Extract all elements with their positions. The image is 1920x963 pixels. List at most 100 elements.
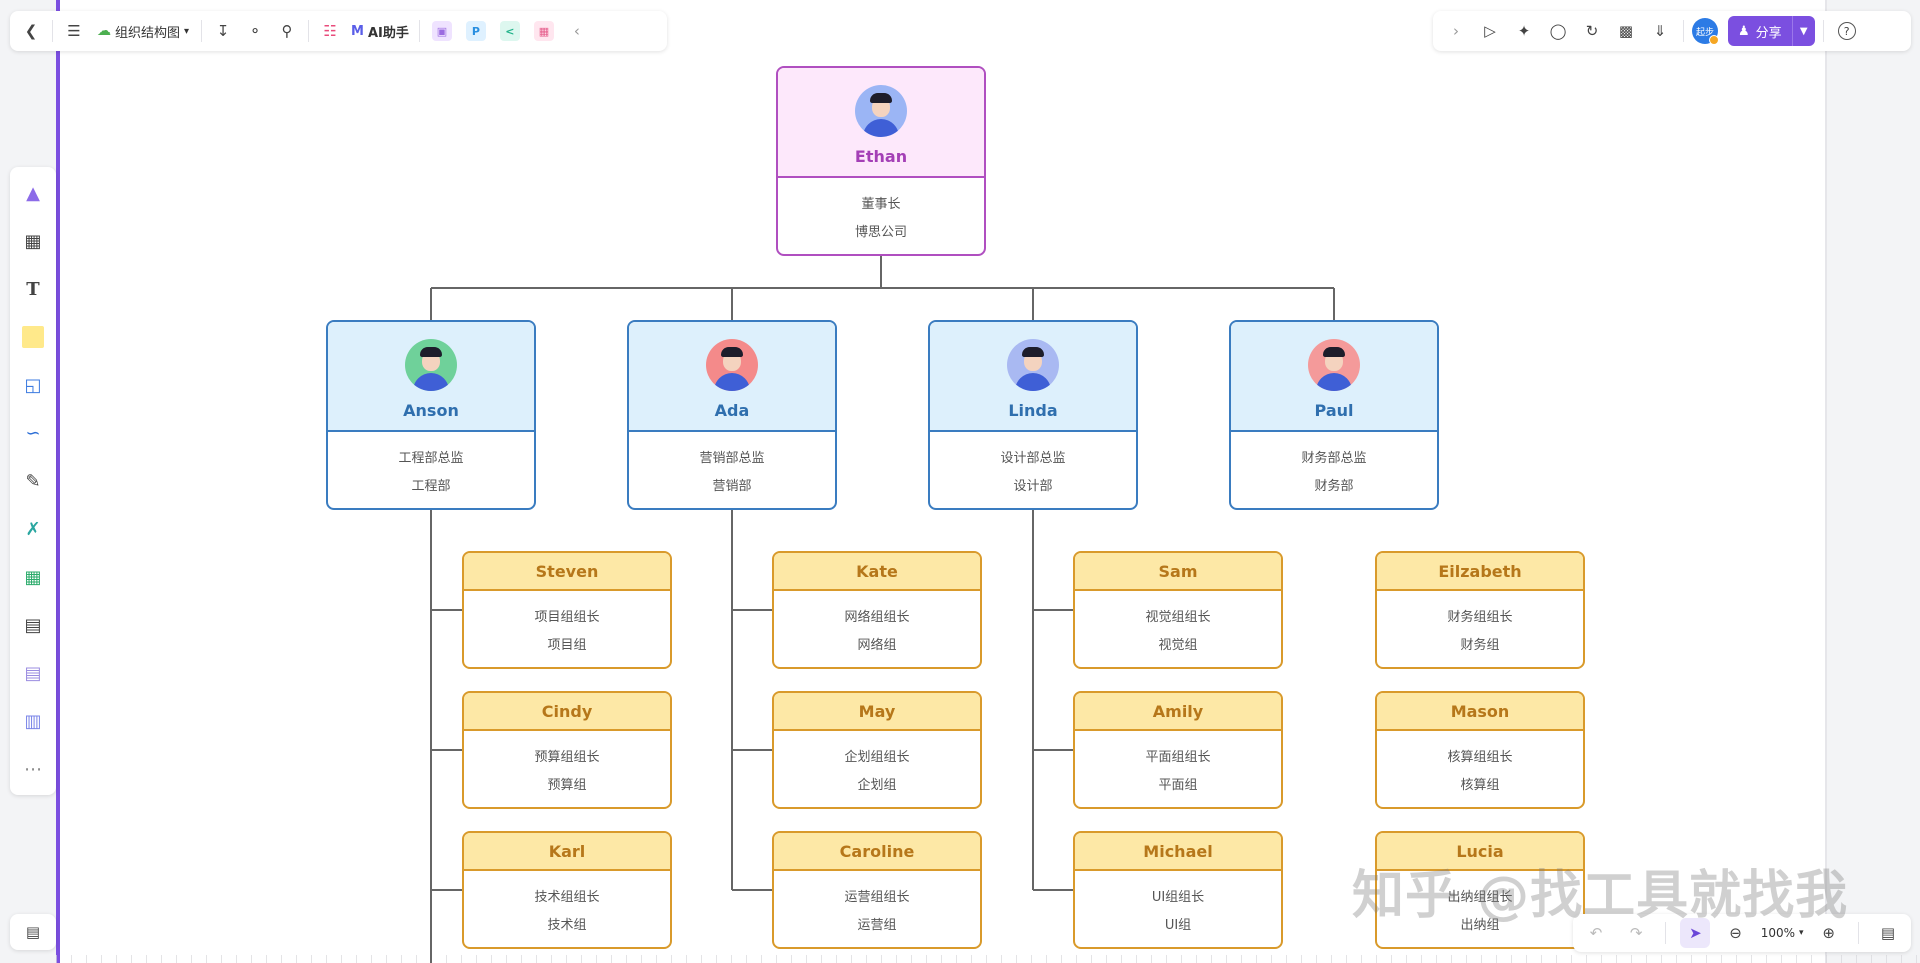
- p-app-icon[interactable]: P: [465, 21, 486, 41]
- text-icon[interactable]: T: [26, 278, 40, 300]
- image-app-icon[interactable]: ▣: [431, 21, 452, 41]
- left-toolbar: ▲ ▦ T ◱ ∽ ✎ ✗ ▦ ▤ ▤ ▥ ⋯: [10, 167, 56, 795]
- node-header: Caroline: [774, 833, 980, 871]
- help-icon[interactable]: ?: [1832, 16, 1862, 46]
- chevron-down-icon: ▾: [1799, 928, 1804, 938]
- history-icon[interactable]: ↻: [1585, 22, 1599, 40]
- ai-assistant-button[interactable]: M AI助手: [347, 16, 413, 46]
- toolbar-divider: [308, 20, 310, 42]
- card-icon[interactable]: ▤: [24, 662, 42, 684]
- chart-icon[interactable]: ▩: [1618, 22, 1634, 40]
- text-block-icon[interactable]: ▤: [24, 614, 42, 636]
- template-icon[interactable]: ▲: [26, 182, 40, 204]
- zoom-dropdown[interactable]: 100% ▾: [1761, 926, 1804, 940]
- select-icon[interactable]: ➤: [1680, 918, 1711, 948]
- zoom-out-icon[interactable]: ⊖: [1729, 924, 1742, 942]
- share-dropdown-icon[interactable]: ▼: [1792, 16, 1815, 46]
- node-name: Michael: [1143, 841, 1213, 861]
- map-mode-icon[interactable]: ▤: [25, 923, 41, 941]
- node-dept: 营销部: [712, 478, 752, 494]
- kanban-icon[interactable]: ▥: [24, 710, 42, 732]
- celebrate-icon[interactable]: ✦: [1517, 22, 1531, 40]
- node-name: Ada: [714, 401, 750, 420]
- menu-icon[interactable]: ☰: [67, 22, 81, 40]
- node-body: 工程部总监工程部: [328, 432, 534, 508]
- more-down-icon[interactable]: ⇓: [1653, 22, 1667, 40]
- sticky-note-icon[interactable]: [15, 319, 51, 355]
- node-name: Steven: [535, 561, 599, 581]
- tag-icon[interactable]: ⚬: [248, 22, 262, 40]
- comment-icon[interactable]: ◯: [1549, 22, 1567, 40]
- node-body: 平面组组长平面组: [1075, 731, 1281, 807]
- doc-title: 组织结构图: [115, 25, 181, 41]
- expand-icon[interactable]: ›: [1453, 22, 1459, 40]
- pen-icon[interactable]: ✎: [25, 470, 41, 492]
- share-group: ♟ 分享 ▼: [1728, 16, 1815, 46]
- person-avatar-icon: [1007, 339, 1059, 391]
- top-right-toolbar: › ▷ ✦ ◯ ↻ ▩ ⇓ 起步 ♟ 分享 ▼ ?: [1433, 11, 1911, 51]
- flow-app-icon[interactable]: <: [499, 21, 520, 41]
- node-dept: 网络组: [857, 637, 897, 653]
- map-icon[interactable]: ▤: [1880, 924, 1896, 942]
- node-header: Amily: [1075, 693, 1281, 731]
- play-icon[interactable]: ▷: [1484, 22, 1496, 40]
- shape-icon[interactable]: ◱: [24, 374, 42, 396]
- avatar-text: 起步: [1695, 27, 1714, 38]
- watermark: 知乎 @找工具就找我: [1352, 866, 1849, 926]
- download-icon[interactable]: ↧: [216, 22, 230, 40]
- node-dept: 博思公司: [854, 224, 907, 240]
- ai-logo-icon: M: [351, 23, 364, 39]
- person-avatar-icon: [855, 85, 907, 137]
- table-icon[interactable]: ▦: [24, 566, 42, 588]
- node-header: Anson: [328, 322, 534, 432]
- chevron-down-icon: ▾: [184, 25, 190, 37]
- person-avatar-icon: [1308, 339, 1360, 391]
- node-dept: 出纳组: [1460, 917, 1500, 933]
- node-dept: 运营组: [857, 917, 897, 933]
- zoom-in-icon[interactable]: ⊕: [1822, 924, 1835, 942]
- more-icon[interactable]: ⋯: [24, 758, 42, 780]
- toolbar-divider: [1857, 922, 1859, 944]
- node-name: Kate: [856, 561, 898, 581]
- doc-title-dropdown[interactable]: ☁ 组织结构图 ▾: [91, 16, 195, 46]
- connector-icon[interactable]: ∽: [25, 422, 41, 444]
- redo-icon[interactable]: ↷: [1629, 924, 1643, 942]
- node-name: Paul: [1314, 401, 1354, 420]
- undo-icon[interactable]: ↶: [1589, 924, 1603, 942]
- node-header: Karl: [464, 833, 670, 871]
- calendar-app-icon[interactable]: ☷: [323, 22, 337, 40]
- back-icon[interactable]: ❮: [24, 22, 38, 40]
- node-name: Sam: [1158, 561, 1198, 581]
- node-title: 平面组组长: [1145, 749, 1211, 765]
- node-title: UI组组长: [1151, 889, 1205, 905]
- node-header: Steven: [464, 553, 670, 591]
- node-body: 技术组组长技术组: [464, 871, 670, 947]
- user-avatar[interactable]: 起步: [1692, 18, 1719, 45]
- node-dept: 财务组: [1460, 637, 1500, 653]
- ai-assistant-label: AI助手: [367, 25, 409, 41]
- node-header: Kate: [774, 553, 980, 591]
- mindmap-app-icon[interactable]: ▦: [533, 21, 554, 41]
- mindmap-icon[interactable]: ✗: [25, 518, 41, 540]
- search-icon[interactable]: ⚲: [281, 22, 293, 40]
- share-button[interactable]: ♟ 分享: [1728, 16, 1792, 46]
- collapse-icon[interactable]: ‹: [573, 22, 580, 40]
- frame-icon[interactable]: ▦: [24, 230, 42, 252]
